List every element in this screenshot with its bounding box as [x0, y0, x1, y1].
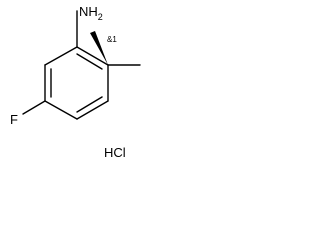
ring-bond-c1-c2: [76, 46, 109, 66]
ring-bond-c5-c6: [76, 100, 109, 120]
amine-label-subscript: 2: [98, 12, 103, 22]
wedge-bond: [90, 31, 108, 65]
amine-label-main: NH: [79, 4, 98, 19]
salt-label-hcl: HCl: [104, 145, 126, 160]
ring-bond-c4-c5: [44, 100, 78, 120]
ring-double-bond-c5-c6: [76, 96, 103, 113]
fluorine-atom-label: F: [10, 112, 18, 127]
stereo-annotation: &1: [107, 35, 117, 44]
ring-double-bond-c1-c2: [76, 53, 103, 70]
chemical-structure: F NH2 &1: [10, 4, 141, 127]
amine-label: NH2: [79, 4, 103, 22]
fluoro-bond: [22, 100, 46, 115]
ring-bond-c2-c3: [44, 46, 78, 66]
